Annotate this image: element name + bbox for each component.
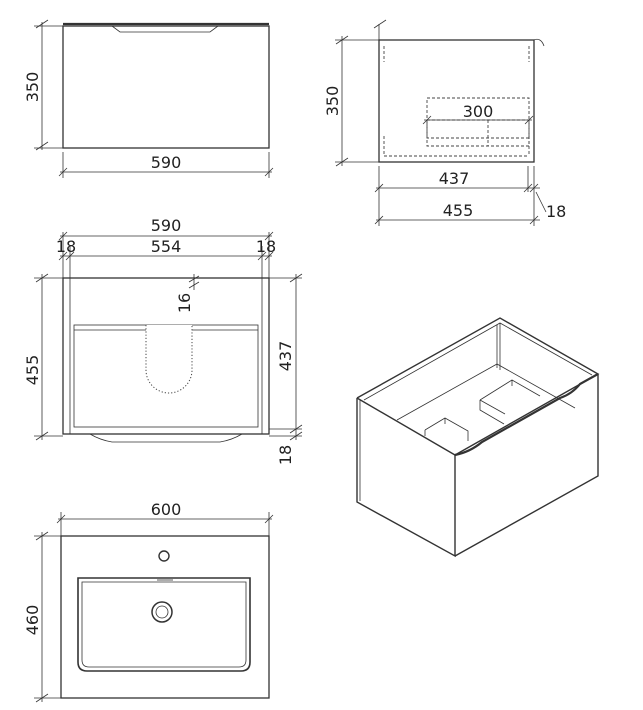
top-depth-label: 455 bbox=[23, 355, 42, 386]
side-view: 300 350 437 455 18 bbox=[323, 19, 566, 226]
front-handle-groove bbox=[111, 25, 219, 33]
side-total-depth-label: 455 bbox=[443, 201, 474, 220]
top-front-handle bbox=[63, 433, 269, 443]
basin-depth-label: 460 bbox=[23, 605, 42, 636]
top-inner-width-label: 554 bbox=[151, 237, 182, 256]
basin-width-label: 600 bbox=[151, 500, 182, 519]
isometric-view bbox=[356, 317, 600, 558]
side-panel bbox=[378, 39, 535, 163]
side-panel-label: 18 bbox=[546, 202, 566, 221]
basin-bowl bbox=[77, 577, 251, 672]
tap-hole bbox=[158, 550, 170, 562]
front-view: 350 590 bbox=[23, 19, 274, 178]
iso-left-face bbox=[356, 398, 456, 558]
front-panel bbox=[62, 25, 270, 149]
top-view: 590 18 554 18 16 455 437 18 bbox=[23, 216, 303, 465]
basin-outline bbox=[60, 535, 270, 699]
top-width-label: 590 bbox=[151, 216, 182, 235]
siphon-cutout bbox=[145, 325, 193, 394]
top-outline bbox=[62, 277, 270, 435]
side-inner-depth-label: 437 bbox=[439, 169, 470, 188]
front-width-label: 590 bbox=[151, 153, 182, 172]
side-height-label: 350 bbox=[323, 86, 342, 117]
top-left-panel-label: 18 bbox=[56, 237, 76, 256]
side-cutout-label: 300 bbox=[463, 102, 494, 121]
drain-inner bbox=[155, 605, 169, 619]
top-back-gap-label: 16 bbox=[175, 293, 194, 313]
top-right-panel-label: 18 bbox=[256, 237, 276, 256]
basin-view: 600 460 bbox=[23, 500, 274, 703]
iso-handle bbox=[454, 373, 599, 457]
front-height-label: 350 bbox=[23, 72, 42, 103]
top-inner-depth-label: 437 bbox=[276, 341, 295, 372]
iso-top-outline bbox=[356, 317, 600, 456]
top-front-panel-label: 18 bbox=[276, 445, 295, 465]
iso-front-face bbox=[454, 374, 599, 557]
drain-outer bbox=[151, 601, 173, 623]
